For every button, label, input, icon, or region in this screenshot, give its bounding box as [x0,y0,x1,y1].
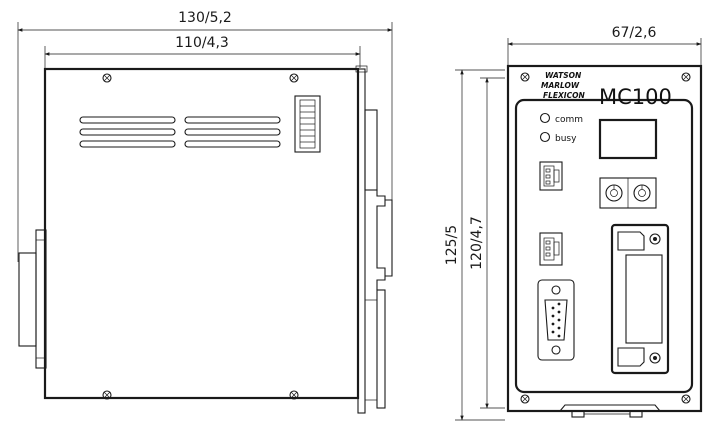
dim-label-110: 110/4,3 [175,35,229,51]
side-screws [102,73,299,400]
dim-label-125: 125/5 [444,225,460,265]
brand-logo: WATSON MARLOW FLEXICON [541,71,585,100]
side-left-connector [18,229,47,369]
led-busy: busy [539,131,577,144]
model-label: MC100 [599,85,672,109]
display-window [598,118,658,160]
dimension-front-width: 67/2,6 [507,25,702,66]
module-screw-bottom-icon [649,352,661,364]
front-bezel [514,98,694,394]
rotary-switches [599,177,657,209]
side-vent-slots [79,116,281,148]
terminal-connector-2 [539,232,563,266]
side-front-panel-and-din-clip [355,65,393,414]
led-comm-indicator [539,112,551,124]
dimension-body-width-side: 110/4,3 [44,35,361,68]
dimension-overall-width-side: 130/5,2 [17,10,393,262]
led-busy-label: busy [555,134,577,144]
terminal-connector-1 [539,161,563,191]
led-busy-indicator [539,131,551,143]
front-din-foot [559,404,661,418]
brand-line-2: MARLOW [541,81,580,90]
dim-label-67: 67/2,6 [612,25,657,41]
dimension-body-height: 120/4,7 [469,77,505,409]
brand-line-3: FLEXICON [543,91,585,100]
led-comm: comm [539,112,583,125]
front-view: 67/2,6 125/5 120/4,7 [444,25,703,421]
brand-line-1: WATSON [545,71,582,80]
side-dip-switch [294,95,321,153]
dim-label-120: 120/4,7 [469,216,485,270]
expansion-module-slot [610,223,670,375]
module-screw-top-icon [649,233,661,245]
dsub-connector [537,279,575,361]
dimension-overall-height: 125/5 [444,69,505,421]
led-comm-label: comm [555,115,583,125]
front-screws [520,72,691,404]
front-housing [506,64,703,413]
side-view: 130/5,2 110/4,3 [17,10,393,414]
dim-label-130: 130/5,2 [178,10,232,26]
